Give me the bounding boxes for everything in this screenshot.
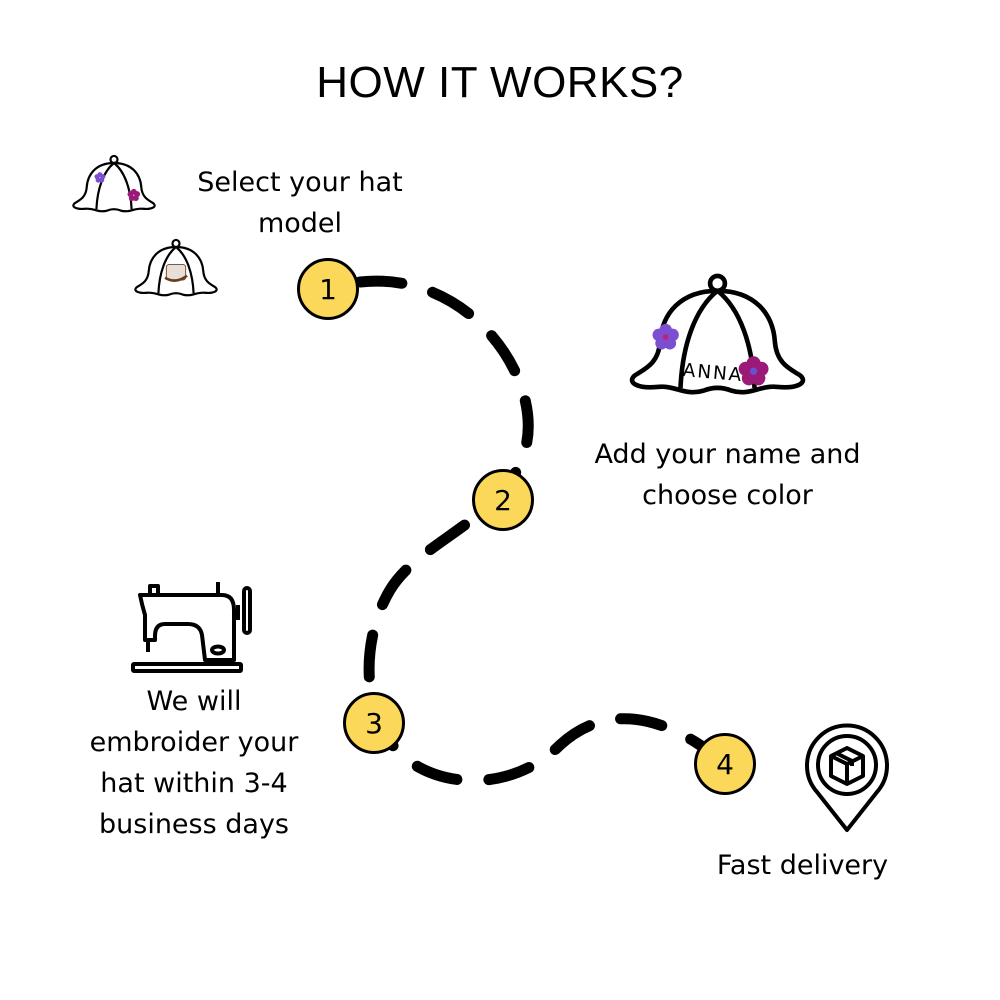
step-4-badge: 4 bbox=[694, 733, 756, 795]
step-4-line: Fast delivery bbox=[716, 850, 889, 881]
page-title: HOW IT WORKS? bbox=[316, 58, 684, 107]
step-2-line: Add your name and bbox=[594, 439, 861, 470]
hat-name-text: ANNA bbox=[682, 360, 744, 386]
step-1-text: Select your hat model bbox=[170, 162, 430, 244]
step-2-line: choose color bbox=[642, 480, 813, 511]
step-3-badge: 3 bbox=[343, 692, 405, 754]
step-4-text: Fast delivery bbox=[690, 845, 915, 886]
personalized-hat-icon: ANNA bbox=[625, 262, 810, 412]
step-1-line: Select your hat bbox=[197, 167, 403, 198]
step-2-text: Add your name and choose color bbox=[570, 434, 885, 516]
step-3-line: hat within 3-4 bbox=[100, 768, 288, 799]
step-1-line: model bbox=[257, 208, 343, 239]
sewing-machine-icon bbox=[131, 582, 252, 673]
delivery-pin-icon bbox=[805, 723, 889, 832]
step-3-line: embroider your bbox=[89, 727, 299, 758]
step-3-line: business days bbox=[99, 809, 289, 840]
sauna-hat-icon bbox=[70, 148, 158, 222]
step-3-line: We will bbox=[146, 686, 242, 717]
step-2-badge: 2 bbox=[472, 469, 534, 531]
step-3-text: We will embroider your hat within 3-4 bu… bbox=[60, 681, 328, 845]
step-1-badge: 1 bbox=[297, 258, 359, 320]
sauna-hat-icon-alt bbox=[132, 232, 220, 306]
